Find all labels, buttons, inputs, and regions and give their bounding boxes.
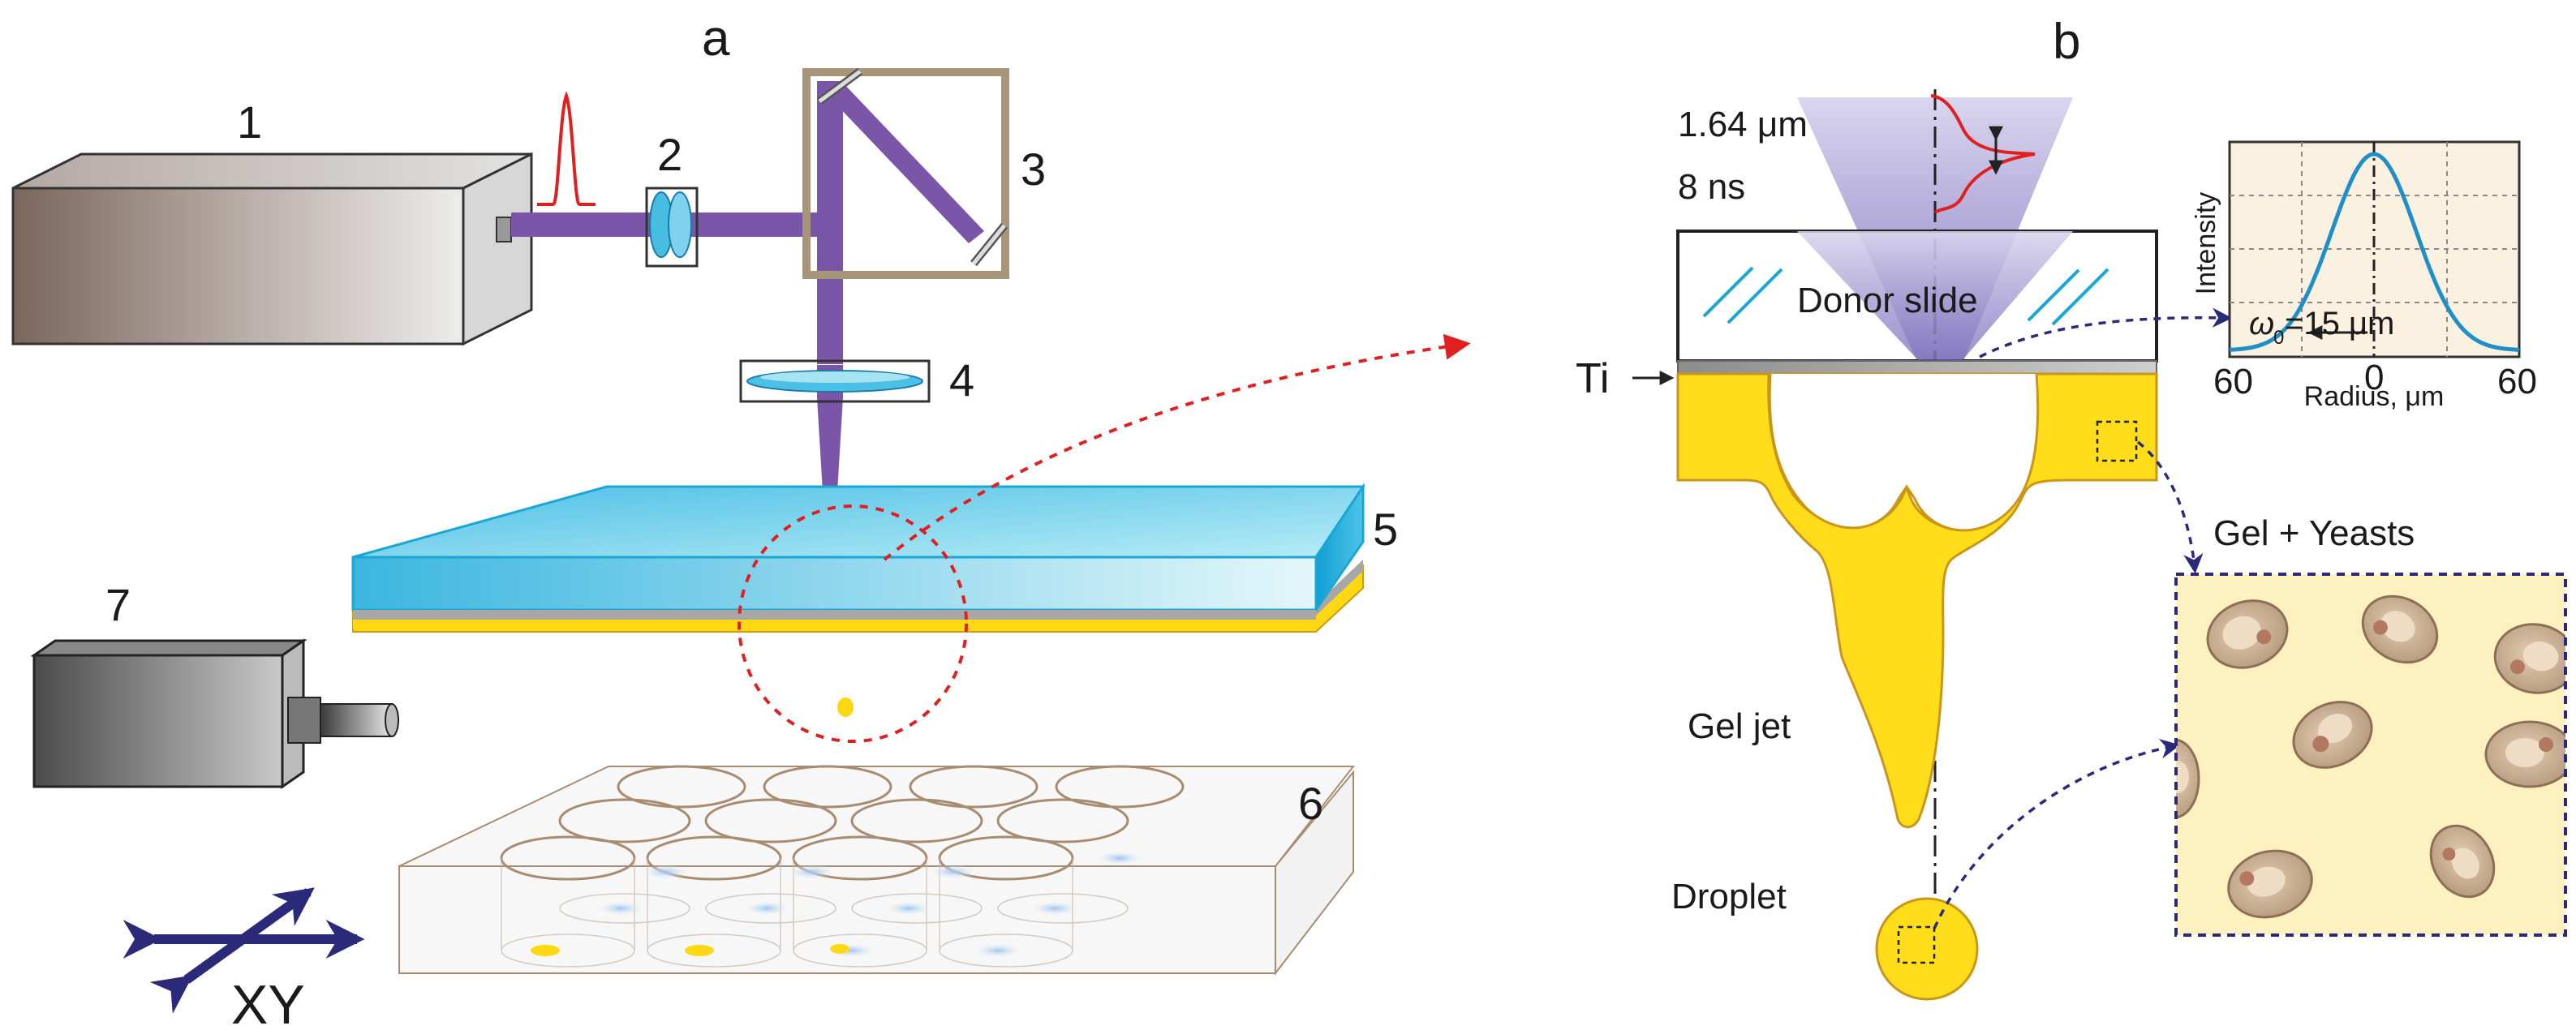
yeast-cell bbox=[2484, 720, 2565, 788]
xy-stage-arrows bbox=[123, 887, 365, 1014]
yeast-cell bbox=[2361, 594, 2439, 664]
profile-plot-area bbox=[2228, 140, 2521, 358]
yeast-cell bbox=[2493, 623, 2565, 694]
gel-jet-label: Gel jet bbox=[1688, 706, 1791, 746]
label-6-plate: 6 bbox=[1298, 778, 1323, 829]
xy-label: XY bbox=[231, 974, 305, 1030]
pulse-duration-label: 8 ns bbox=[1678, 167, 1745, 207]
laser-source bbox=[11, 152, 533, 346]
waist-value: =15 μm bbox=[2285, 306, 2394, 341]
gel-yeasts-label: Gel + Yeasts bbox=[2213, 513, 2415, 553]
x-tick-right: 60 bbox=[2497, 362, 2537, 401]
ccd-camera bbox=[30, 638, 399, 789]
label-7-camera: 7 bbox=[105, 579, 131, 630]
yeast-cell bbox=[2429, 824, 2496, 899]
galvo-scanner bbox=[802, 67, 1009, 279]
gaussian-profile-curve bbox=[2229, 152, 2520, 352]
profile-x-label: Radius, μm bbox=[2304, 381, 2445, 412]
label-2-attenuator: 2 bbox=[657, 129, 682, 180]
droplet bbox=[1875, 897, 1979, 1001]
panel-label-a: a bbox=[702, 11, 730, 67]
yeast-cell bbox=[2292, 701, 2373, 769]
focusing-lens bbox=[739, 359, 931, 403]
label-4-lens: 4 bbox=[949, 354, 974, 406]
ti-absorbing-layer bbox=[1677, 360, 2157, 375]
label-5-donor-stack: 5 bbox=[1373, 504, 1398, 555]
ti-label: Ti bbox=[1576, 355, 1609, 402]
gel-yeasts-inset bbox=[2174, 573, 2567, 937]
waist-subscript: 0 bbox=[2273, 327, 2284, 349]
label-1-laser: 1 bbox=[237, 97, 262, 148]
donor-slide-label: Donor slide bbox=[1797, 281, 1978, 320]
gel-zoom-box bbox=[2096, 420, 2138, 462]
yeast-cell bbox=[2176, 738, 2200, 819]
cavity-bubble bbox=[1768, 373, 2040, 532]
well-plate bbox=[398, 765, 1356, 976]
droplet-label: Droplet bbox=[1671, 877, 1787, 916]
focus-region-circle bbox=[738, 504, 968, 743]
x-tick-center: 0 bbox=[2364, 358, 2384, 397]
label-3-scanner: 3 bbox=[1021, 144, 1046, 195]
temporal-pulse-profile bbox=[1930, 94, 2036, 214]
arrow-to-cells-bottom bbox=[1933, 739, 2181, 929]
beam-profile-plot: ω 0 =15 μm Intensity 60 0 60 Radius, μm bbox=[2191, 140, 2537, 412]
arrow-to-profile bbox=[1979, 307, 2233, 358]
droplet-zoom-box bbox=[1897, 925, 1936, 964]
panel-label-b: b bbox=[2053, 14, 2080, 70]
arrow-to-cells-top bbox=[2136, 440, 2204, 574]
glass-hatch-marks bbox=[1702, 266, 2109, 326]
donor-stack bbox=[351, 483, 1365, 633]
attenuator-optic bbox=[645, 187, 699, 268]
x-tick-left: 60 bbox=[2213, 362, 2253, 401]
laser-pulse-icon bbox=[537, 91, 596, 206]
transferred-droplet bbox=[837, 697, 854, 717]
yeast-cell bbox=[2227, 849, 2313, 919]
yeast-cell bbox=[2206, 599, 2289, 669]
profile-y-label: Intensity bbox=[2191, 192, 2221, 295]
waist-symbol: ω bbox=[2249, 306, 2274, 341]
wavelength-label: 1.64 μm bbox=[1678, 105, 1808, 144]
